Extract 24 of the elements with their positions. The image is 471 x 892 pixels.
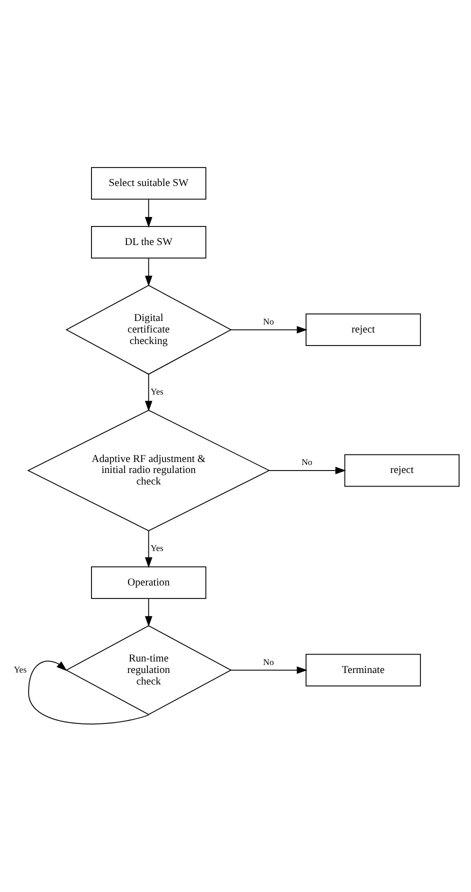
arrow — [144, 258, 152, 286]
arrow — [144, 530, 152, 568]
arrow — [230, 326, 308, 334]
node-box: DL the SW — [91, 226, 206, 259]
edge-label: No — [263, 656, 274, 667]
node-box: reject — [306, 314, 421, 346]
edge-label: Yes — [14, 664, 27, 674]
edge-label: Yes — [150, 386, 164, 396]
edge-label: No — [263, 316, 274, 327]
edge-label: Yes — [150, 542, 164, 553]
arrow — [230, 666, 308, 674]
node-box: Select suitable SW — [91, 167, 206, 200]
node-diamond: Adaptive RF adjustment & initial radio regulation check — [27, 410, 270, 532]
node-box: reject — [344, 454, 460, 487]
node-diamond: Run-time regulation check — [66, 625, 232, 716]
edge-label: No — [302, 457, 312, 468]
arrow — [28, 660, 150, 724]
arrow — [144, 374, 152, 412]
node-diamond: Digital certificate checking — [66, 284, 232, 375]
node-box: Operation — [91, 566, 206, 599]
arrow — [144, 598, 152, 627]
arrow — [268, 466, 346, 474]
arrow — [144, 198, 152, 228]
node-box: Terminate — [306, 654, 421, 686]
